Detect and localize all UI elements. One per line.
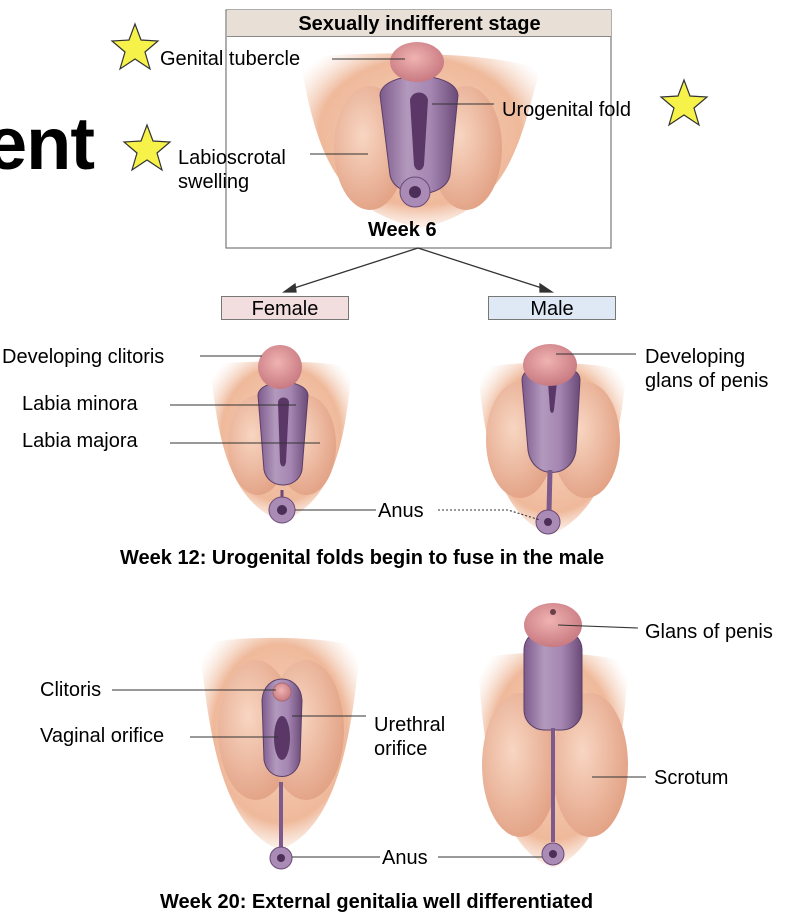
label-labia-minora: Labia minora — [22, 393, 138, 415]
female-tag: Female — [221, 296, 349, 320]
label-labia-majora: Labia majora — [22, 430, 138, 452]
week12-male-illustration — [478, 344, 626, 535]
star-icons — [110, 22, 709, 172]
star-icon — [659, 78, 709, 127]
label-clitoris: Clitoris — [40, 679, 102, 701]
label-week6: Week 6 — [368, 219, 437, 241]
slide-heading-fragment: ent — [0, 102, 95, 185]
week20-male-illustration — [478, 603, 628, 868]
label-labioscrotal-swelling: Labioscrotal swelling — [178, 147, 286, 193]
label-anus-week12: Anus — [378, 500, 424, 522]
label-urogenital-fold: Urogenital fold — [502, 99, 631, 121]
star-icon — [110, 22, 160, 71]
label-glans-of-penis: Glans of penis — [645, 621, 773, 643]
label-anus-week20: Anus — [382, 847, 428, 869]
star-icon — [122, 123, 172, 172]
caption-week12: Week 12: Urogenital folds begin to fuse … — [120, 547, 605, 569]
label-genital-tubercle: Genital tubercle — [160, 48, 301, 70]
label-vaginal-orifice: Vaginal orifice — [40, 725, 165, 747]
week6-illustration — [300, 42, 540, 228]
leader-lines — [112, 58, 646, 858]
label-urethral-orifice: Urethral orifice — [374, 714, 446, 760]
caption-week20: Week 20: External genitalia well differe… — [160, 891, 594, 913]
label-developing-glans: Developing glans of penis — [645, 346, 769, 392]
male-tag: Male — [488, 296, 616, 320]
week12-female-illustration — [210, 345, 352, 524]
label-scrotum: Scrotum — [654, 767, 729, 789]
week20-female-illustration — [200, 637, 360, 870]
indifferent-stage-title: Sexually indifferent stage — [298, 13, 541, 35]
label-developing-clitoris: Developing clitoris — [2, 346, 165, 368]
indifferent-stage-header — [227, 10, 611, 37]
branch-arrows — [282, 247, 555, 293]
